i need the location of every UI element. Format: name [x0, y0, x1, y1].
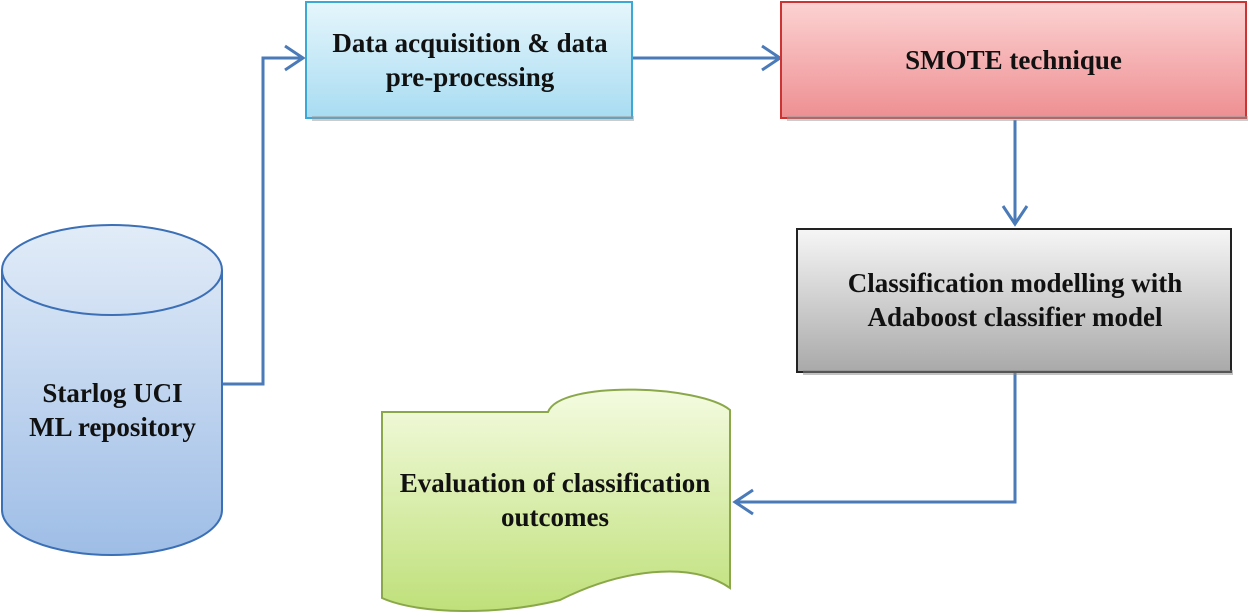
smote-label: SMOTE technique: [905, 45, 1122, 75]
cls-label: Classification modelling with Adaboost c…: [847, 268, 1183, 332]
cls-box: [796, 228, 1232, 373]
eval-shape: [381, 388, 731, 612]
smote-box: [780, 1, 1247, 119]
repo-label: Starlog UCI ML repository: [29, 378, 196, 442]
connectors: [222, 44, 1029, 516]
acq-box: [305, 1, 633, 119]
repo-cylinder: [0, 224, 223, 556]
eval-label: Evaluation of classification outcomes: [399, 468, 711, 532]
acq-label: Data acquisition & data pre-processing: [332, 28, 608, 92]
